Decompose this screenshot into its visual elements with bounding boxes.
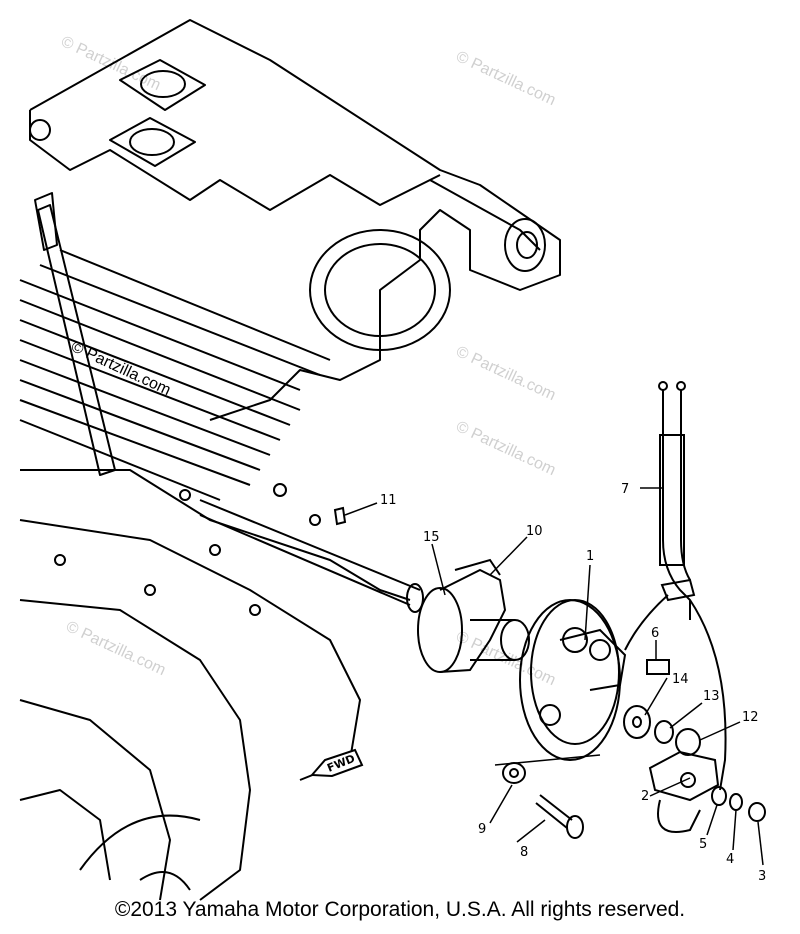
callout-3: 3 — [758, 869, 766, 884]
watermark: © Partzilla.com — [63, 618, 168, 679]
callout-11: 11 — [380, 493, 397, 508]
leader-lines — [344, 487, 764, 866]
callout-6: 6 — [651, 626, 659, 641]
callout-1: 1 — [586, 549, 594, 564]
callout-5: 5 — [699, 837, 707, 852]
callout-8: 8 — [520, 845, 528, 860]
watermark: © Partzilla.com — [453, 343, 558, 404]
watermark-layer: © Partzilla.com © Partzilla.com © Partzi… — [58, 33, 558, 689]
callout-9: 9 — [478, 822, 486, 837]
crankcase-drawing — [19, 19, 561, 901]
callout-2: 2 — [641, 789, 649, 804]
callout-15: 15 — [423, 530, 440, 545]
callout-13: 13 — [703, 689, 720, 704]
callout-7: 7 — [621, 482, 629, 497]
watermark: © Partzilla.com — [453, 628, 558, 689]
fwd-arrow-icon: FWD — [309, 748, 364, 778]
watermark: © Partzilla.com — [453, 418, 558, 479]
copyright-notice: ©2013 Yamaha Motor Corporation, U.S.A. A… — [114, 898, 686, 921]
watermark: © Partzilla.com — [453, 48, 558, 109]
callout-4: 4 — [726, 852, 734, 867]
callout-10: 10 — [526, 524, 543, 539]
ignition-parts-drawing — [333, 381, 766, 839]
callout-14: 14 — [672, 672, 689, 687]
callout-12: 12 — [742, 710, 759, 725]
callout-labels: 1 2 3 4 5 6 7 8 9 10 11 12 13 14 15 — [380, 482, 766, 884]
